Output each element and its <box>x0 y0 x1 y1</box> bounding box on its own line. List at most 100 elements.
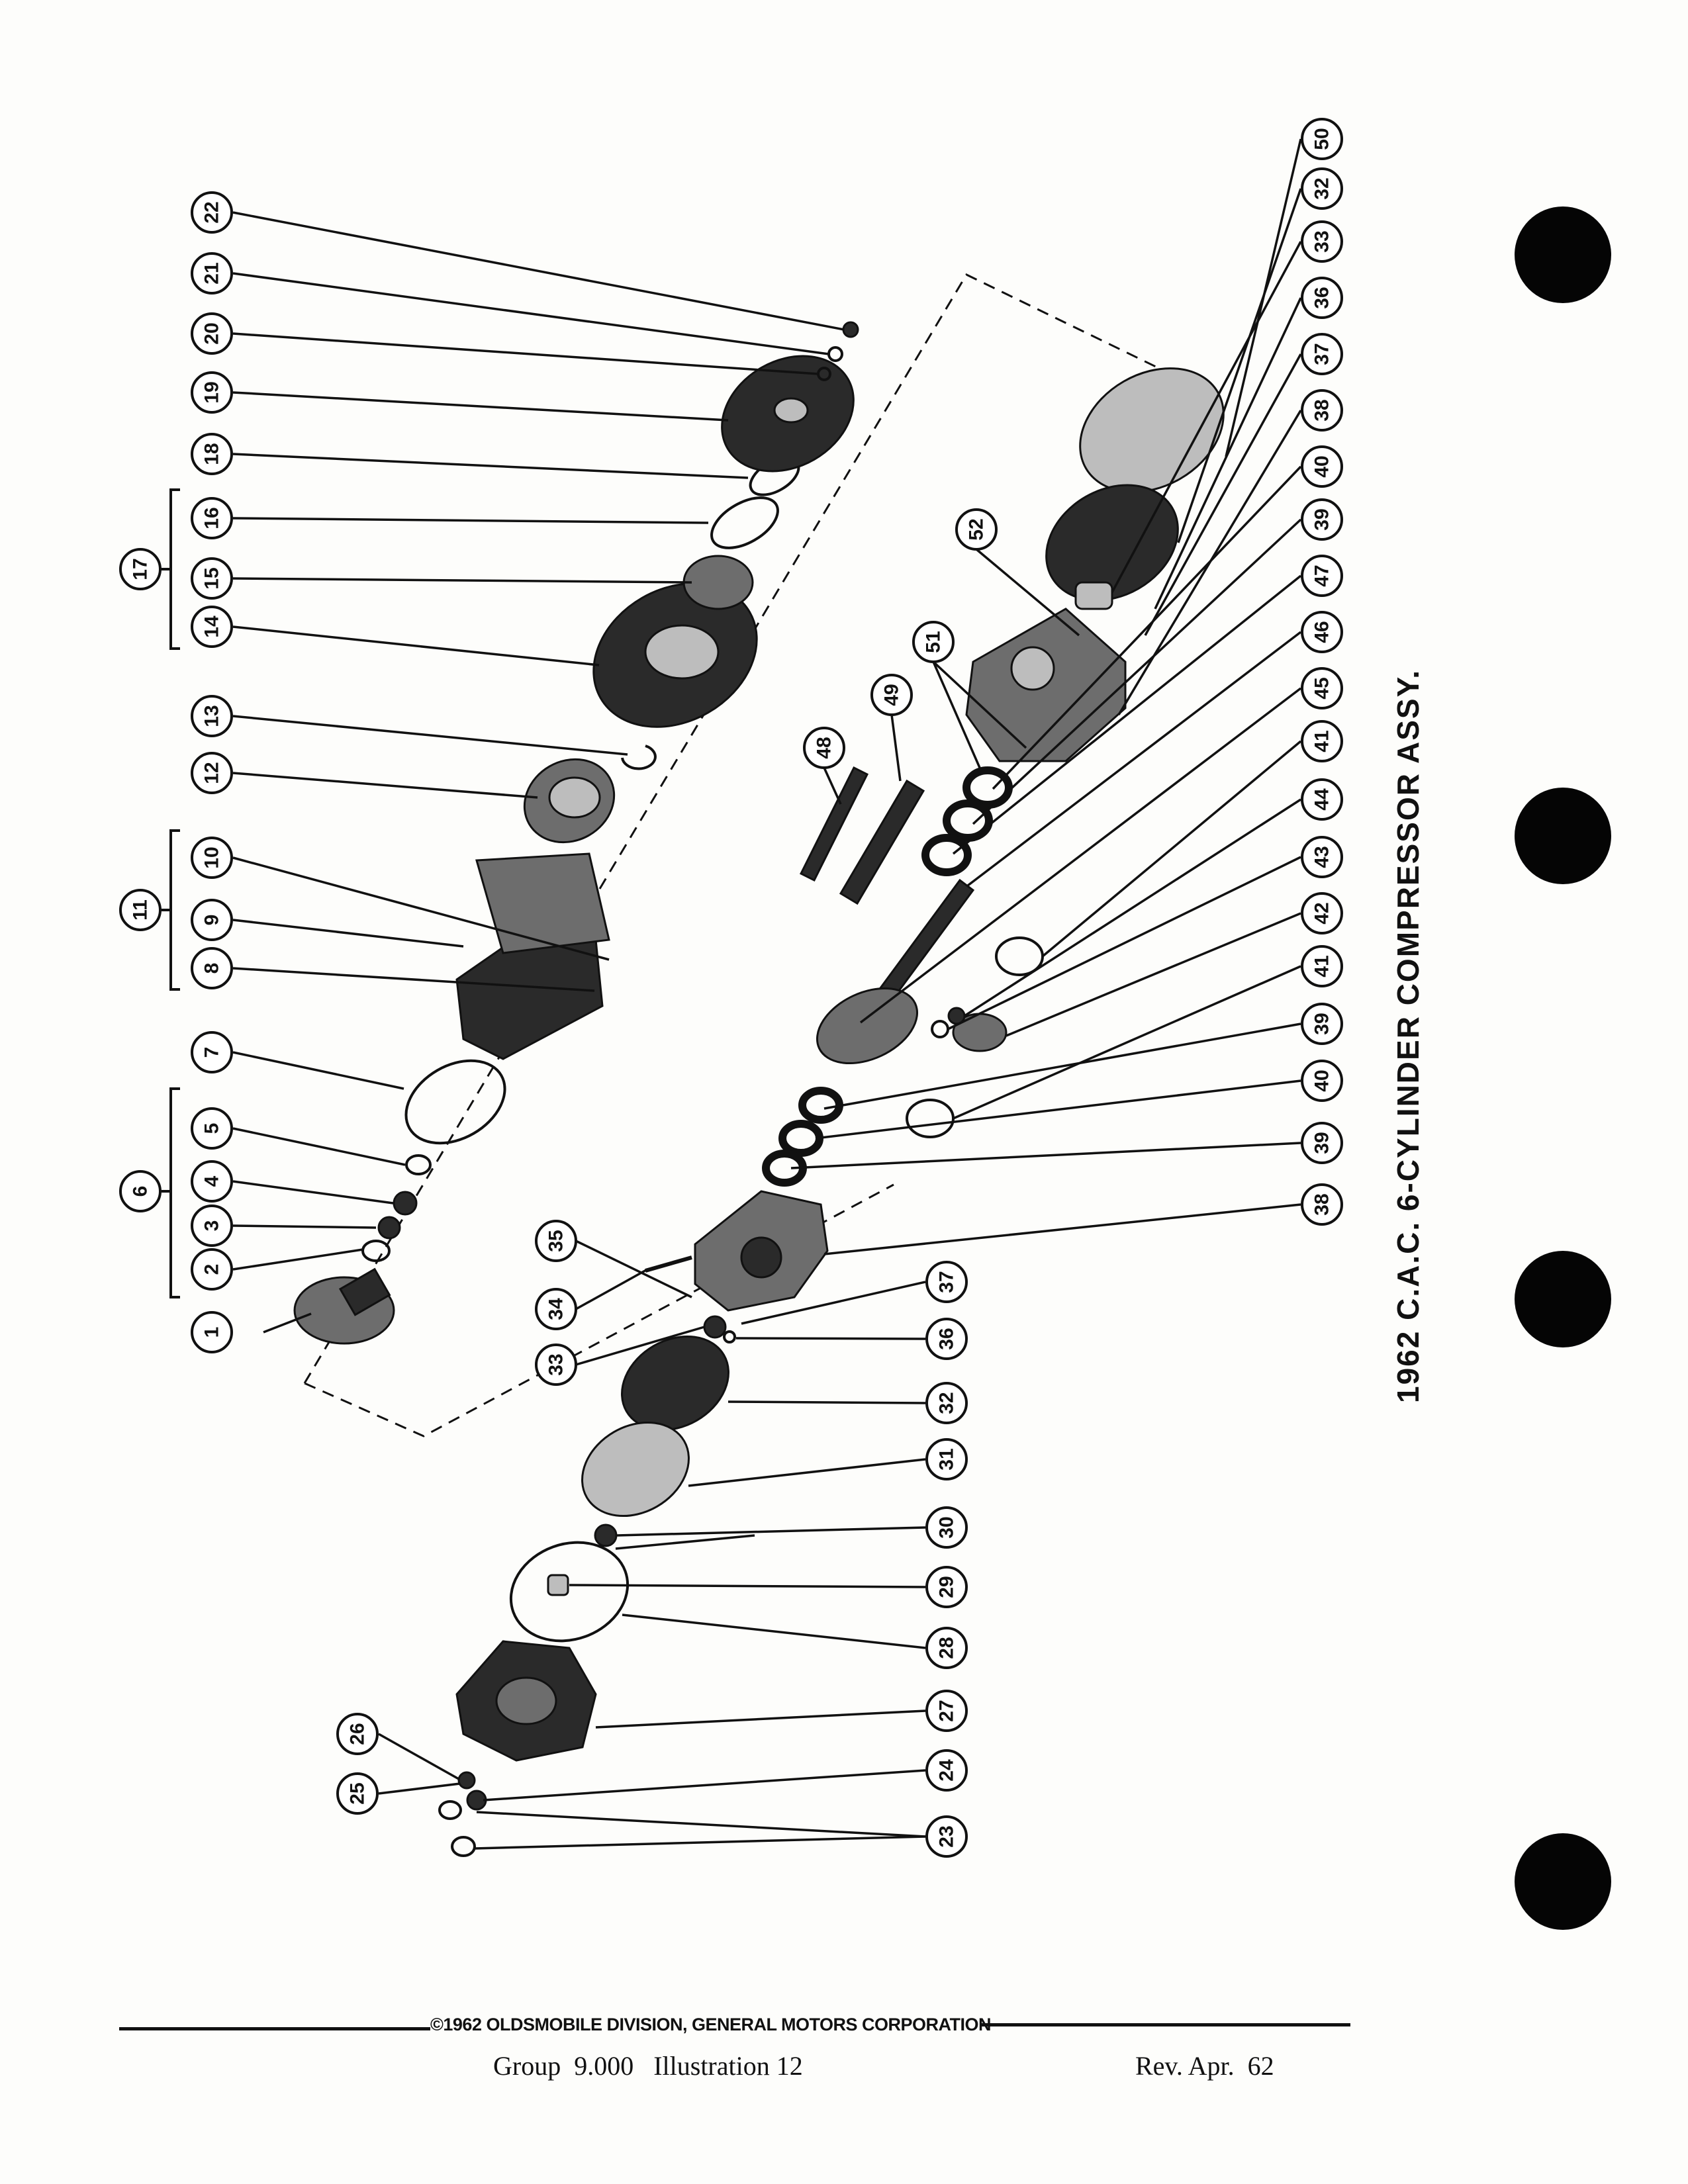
leader-33-lower <box>575 1326 705 1366</box>
callout-32-upper: 32 <box>1301 167 1343 210</box>
leader-33-upper <box>1111 241 1302 593</box>
svg-text:39: 39 <box>1311 1013 1333 1034</box>
leader-16 <box>232 517 709 524</box>
callout-13: 13 <box>191 695 233 737</box>
leader-34 <box>575 1268 648 1310</box>
part-cylinder-front-bore <box>740 1236 782 1279</box>
callout-20: 20 <box>191 312 233 355</box>
part-thrust-bearing <box>943 799 993 842</box>
leader-24 <box>483 1769 926 1801</box>
svg-text:8: 8 <box>201 963 223 974</box>
callout-2: 2 <box>191 1248 233 1291</box>
binder-hole-3 <box>1515 1251 1611 1347</box>
part-shoe-disc <box>931 1020 949 1038</box>
svg-text:37: 37 <box>936 1271 958 1293</box>
callout-21: 21 <box>191 252 233 295</box>
callout-3: 3 <box>191 1205 233 1247</box>
callout-47: 47 <box>1301 555 1343 597</box>
svg-text:25: 25 <box>347 1782 369 1804</box>
svg-text:30: 30 <box>936 1516 958 1538</box>
leader-23-b <box>474 1835 926 1850</box>
part-seal-o-ring <box>438 1800 462 1820</box>
svg-text:33: 33 <box>1311 230 1333 252</box>
svg-text:48: 48 <box>814 737 835 758</box>
leader-20 <box>232 332 819 375</box>
leader-40-lower <box>815 1079 1301 1140</box>
svg-text:36: 36 <box>1311 287 1333 308</box>
part-clutch-plate-center <box>773 397 809 424</box>
svg-text:33: 33 <box>545 1353 567 1375</box>
part-discharge-tube-1 <box>799 766 869 882</box>
part-thrust-race <box>962 766 1013 809</box>
part-swash-plate <box>816 987 919 1065</box>
svg-text:37: 37 <box>1311 343 1333 365</box>
callout-6: 6 <box>119 1170 162 1212</box>
leader-15 <box>232 577 692 584</box>
svg-text:24: 24 <box>936 1759 958 1782</box>
leader-12 <box>232 772 538 799</box>
part-thrust-race-2 <box>921 834 972 876</box>
callout-32-lower: 32 <box>925 1382 968 1424</box>
leader-19 <box>232 391 729 422</box>
leader-25 <box>378 1782 461 1795</box>
callout-44: 44 <box>1301 778 1343 821</box>
callout-37-upper: 37 <box>1301 333 1343 375</box>
leader-27 <box>595 1709 926 1729</box>
callout-43: 43 <box>1301 836 1343 878</box>
part-shim <box>361 1240 391 1262</box>
svg-text:16: 16 <box>201 507 223 529</box>
callout-34: 34 <box>535 1288 577 1330</box>
part-valve-plate-lower <box>621 1335 729 1432</box>
leader-26 <box>378 1733 459 1780</box>
leader-51-b <box>932 660 1027 749</box>
svg-text:43: 43 <box>1311 846 1333 868</box>
svg-text:32: 32 <box>1311 177 1333 199</box>
callout-39-lower: 39 <box>1301 1122 1343 1164</box>
svg-text:26: 26 <box>347 1723 369 1745</box>
leader-41-lower <box>953 965 1301 1120</box>
parts-illustrations <box>293 321 1225 1857</box>
callout-14: 14 <box>191 606 233 648</box>
svg-text:29: 29 <box>936 1576 958 1598</box>
leader-14 <box>232 625 600 666</box>
bracket-group-6 <box>162 1087 180 1298</box>
svg-text:45: 45 <box>1311 677 1333 699</box>
bracket-group-17 <box>162 488 180 650</box>
callout-48: 48 <box>803 727 845 769</box>
leader-32-upper <box>1177 188 1302 543</box>
callout-4: 4 <box>191 1160 233 1203</box>
svg-text:32: 32 <box>936 1392 958 1414</box>
svg-text:34: 34 <box>545 1298 567 1320</box>
leader-9 <box>232 919 464 948</box>
leader-50 <box>1225 138 1302 457</box>
svg-text:28: 28 <box>936 1637 958 1659</box>
svg-text:40: 40 <box>1311 1069 1333 1091</box>
callout-41-lower: 41 <box>1301 945 1343 987</box>
leader-47 <box>952 574 1302 855</box>
callout-5: 5 <box>191 1107 233 1150</box>
svg-text:35: 35 <box>545 1230 567 1251</box>
svg-text:21: 21 <box>201 262 223 284</box>
copyright-notice: ©1962 OLDSMOBILE DIVISION, GENERAL MOTOR… <box>430 2015 992 2034</box>
leader-10 <box>232 856 610 961</box>
part-valve-plate-upper <box>1045 484 1179 602</box>
svg-text:51: 51 <box>923 631 945 653</box>
part-suction-tube <box>1074 581 1113 610</box>
callout-36-lower: 36 <box>925 1318 968 1360</box>
leader-51-a <box>932 661 981 768</box>
leader-39-upper <box>972 518 1302 825</box>
callout-17: 17 <box>119 548 162 590</box>
leader-29 <box>569 1584 926 1588</box>
leader-42 <box>1006 912 1301 1037</box>
callout-28: 28 <box>925 1627 968 1669</box>
svg-text:41: 41 <box>1311 730 1333 752</box>
leader-1 <box>263 1312 312 1334</box>
part-lower-suction-tube <box>703 1315 727 1339</box>
svg-text:18: 18 <box>201 443 223 465</box>
callout-15: 15 <box>191 557 233 600</box>
leader-32-lower <box>727 1400 926 1404</box>
svg-text:44: 44 <box>1311 788 1333 811</box>
callout-39-mid: 39 <box>1301 1003 1343 1045</box>
leader-3 <box>232 1224 377 1229</box>
